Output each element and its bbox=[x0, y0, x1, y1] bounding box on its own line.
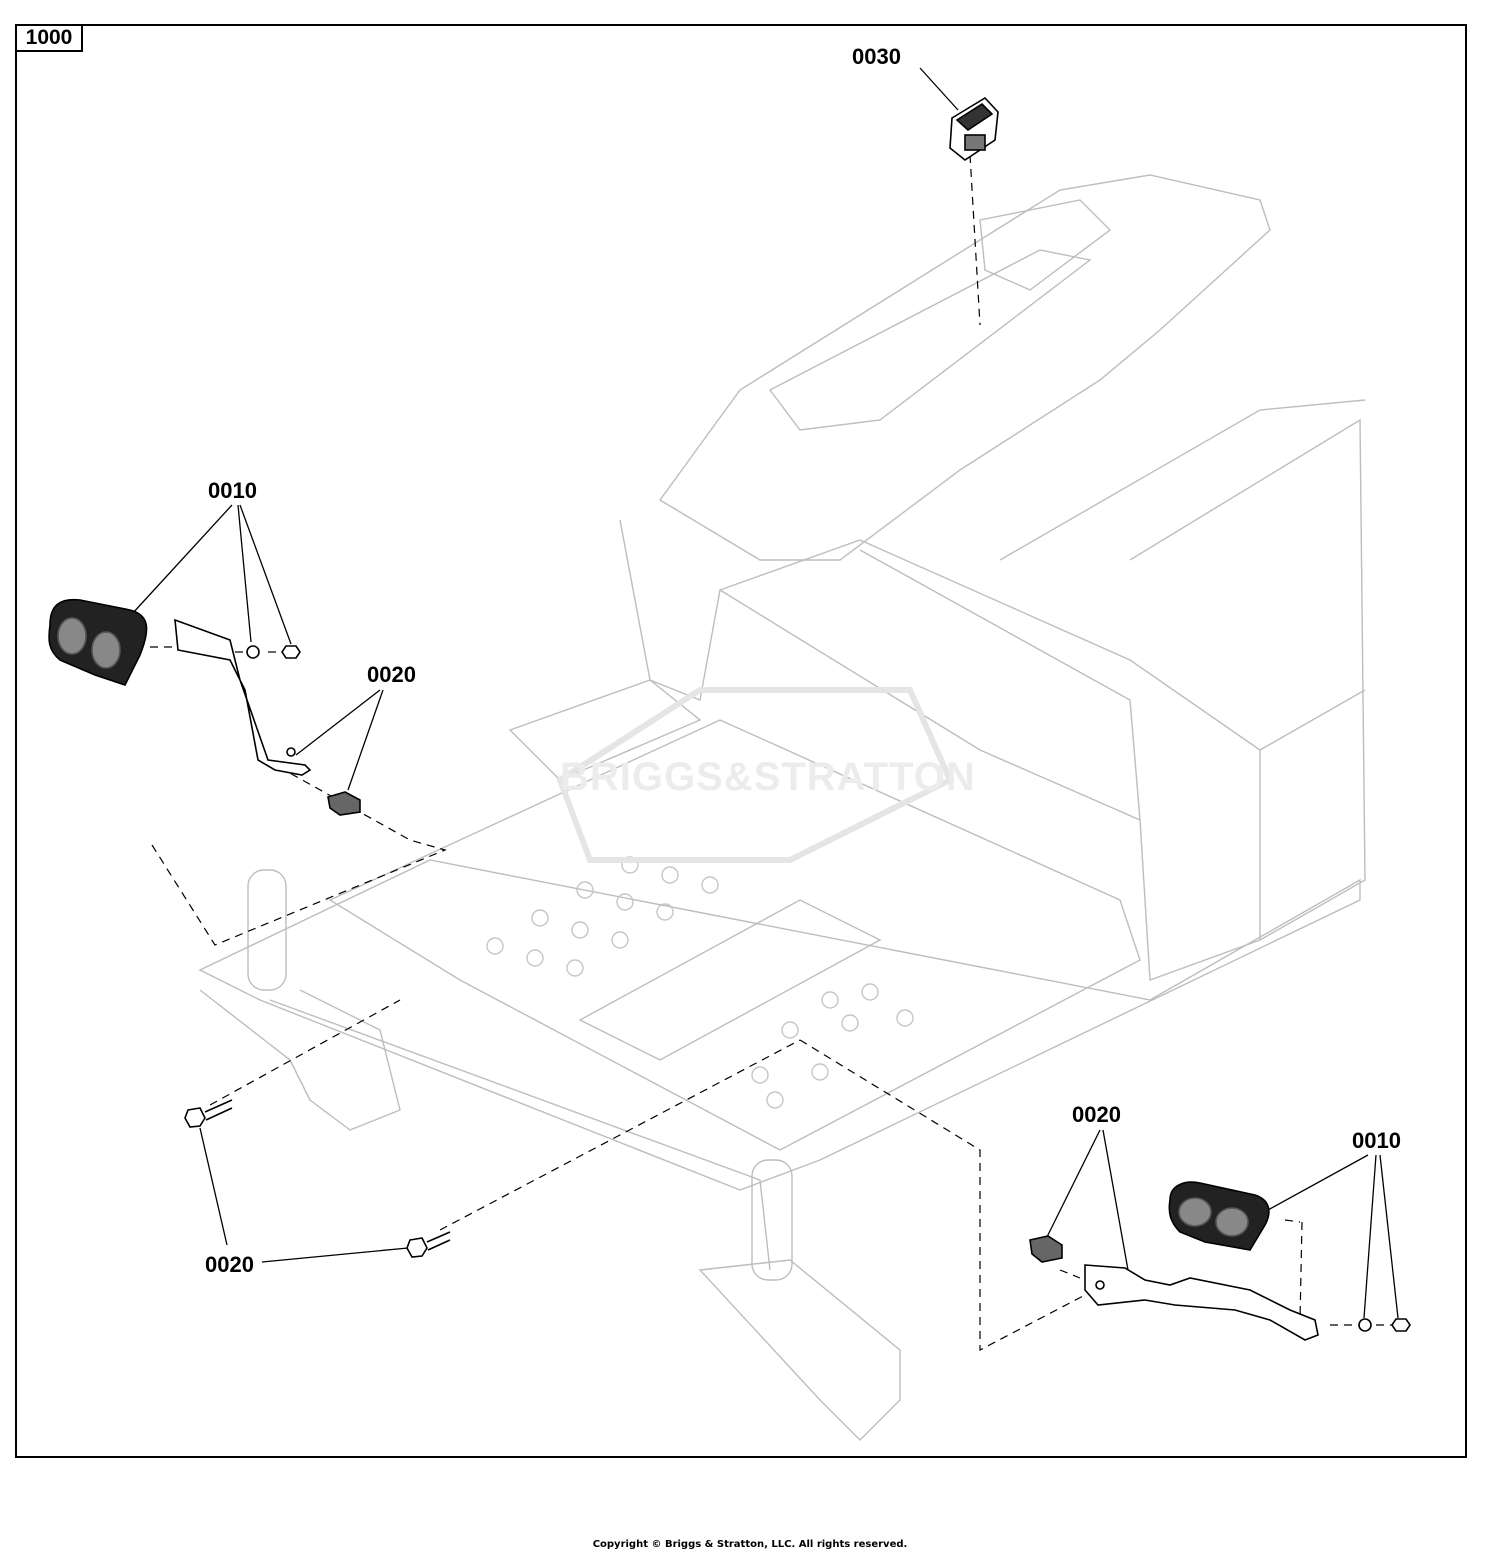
callout-0020-left-upper: 0020 bbox=[367, 662, 416, 687]
led-light-left-part bbox=[48, 598, 148, 686]
nut-right-part bbox=[1391, 1318, 1411, 1332]
nut-left-part bbox=[281, 645, 301, 659]
callout-0010-left: 0010 bbox=[208, 478, 257, 503]
diagram-frame bbox=[15, 24, 1467, 1458]
watermark-shape bbox=[556, 687, 954, 863]
callout-0010-right: 0010 bbox=[1352, 1128, 1401, 1153]
callout-0030: 0030 bbox=[852, 44, 901, 69]
watermark-text: BRIGGS&STRATTON bbox=[560, 755, 976, 799]
rocker-switch-part bbox=[949, 96, 999, 161]
led-light-right-part bbox=[1168, 1181, 1270, 1251]
bolt-left-part bbox=[184, 1099, 233, 1128]
washer-right-part bbox=[1358, 1318, 1372, 1332]
washer-left-part bbox=[246, 645, 260, 659]
light-bracket-right-part bbox=[1084, 1264, 1319, 1341]
callout-0020-right: 0020 bbox=[1072, 1102, 1121, 1127]
mower-chassis bbox=[198, 174, 1366, 1441]
cage-nut-right-part bbox=[1029, 1235, 1063, 1263]
light-bracket-left-part bbox=[174, 618, 312, 776]
bolt-front-part bbox=[406, 1231, 451, 1258]
diagram-id-label: 1000 bbox=[15, 24, 83, 52]
leader-lines bbox=[131, 67, 1399, 1319]
cage-nut-left-part bbox=[327, 791, 361, 816]
copyright-notice: Copyright © Briggs & Stratton, LLC. All … bbox=[592, 1539, 908, 1550]
callout-0020-left-lower: 0020 bbox=[205, 1252, 254, 1277]
parts bbox=[48, 96, 1411, 1341]
hidden-lines bbox=[150, 154, 1392, 1351]
